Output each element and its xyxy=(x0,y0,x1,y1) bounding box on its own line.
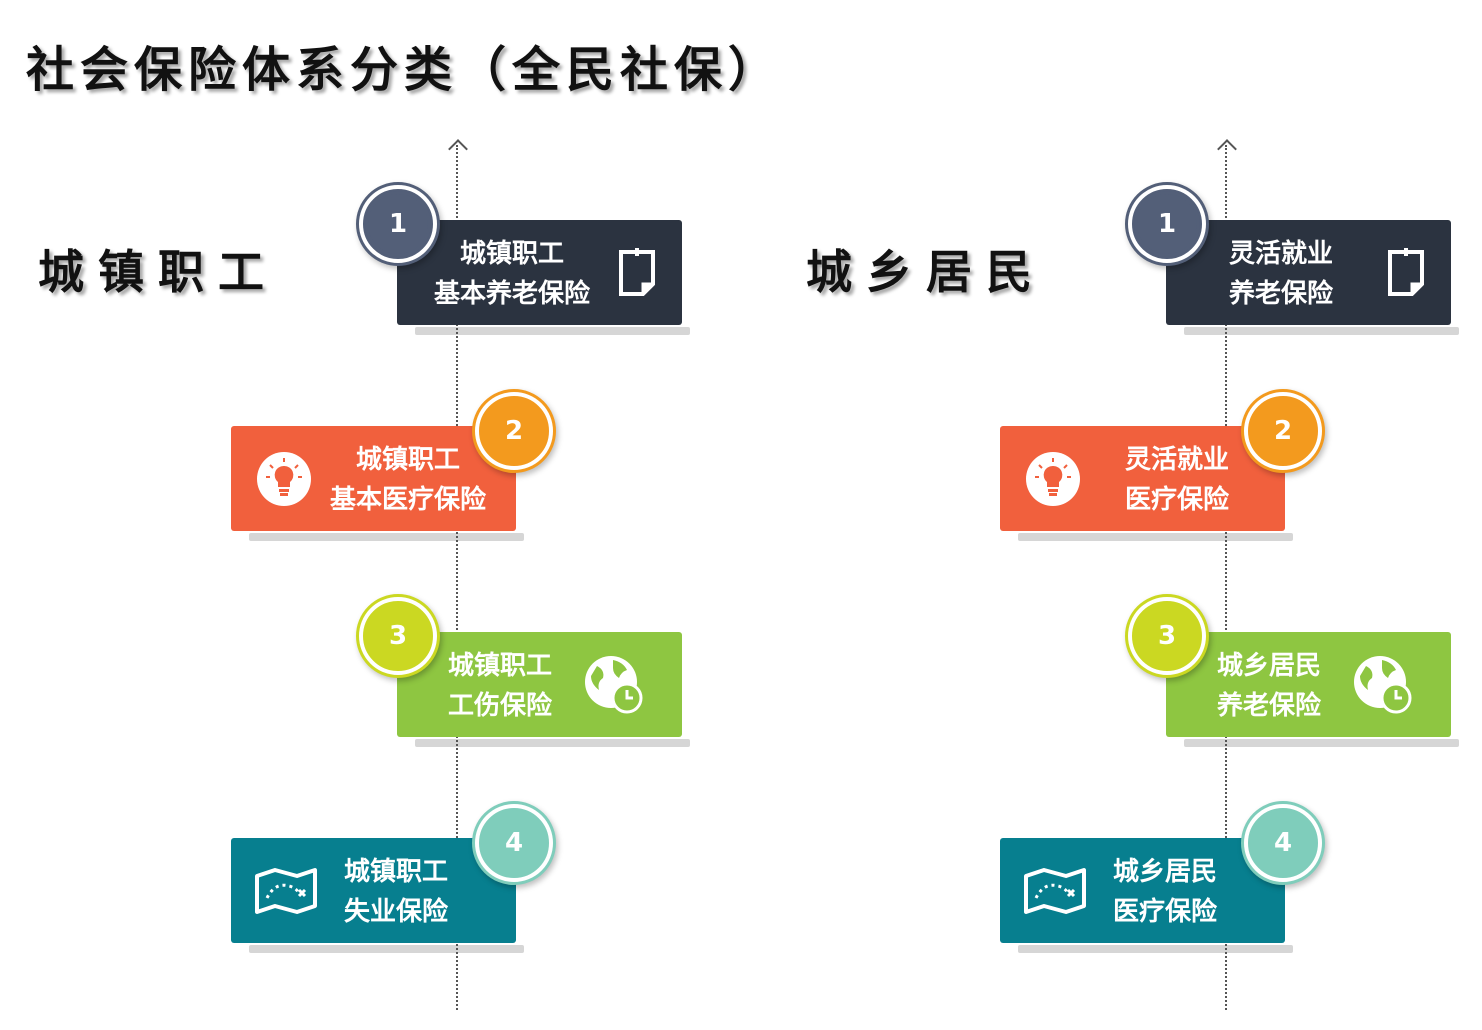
map-icon xyxy=(1024,868,1086,914)
insurance-card[interactable]: 城镇职工基本养老保险 xyxy=(397,220,690,335)
card-label: 城镇职工基本养老保险 xyxy=(433,239,590,309)
timeline-axis xyxy=(1225,145,1227,1010)
card-label: 灵活就业养老保险 xyxy=(1228,239,1333,309)
step-badge: 1 xyxy=(356,182,440,266)
globe-clock-icon xyxy=(1354,656,1412,714)
map-icon xyxy=(255,868,317,914)
card-label: 城镇职工基本医疗保险 xyxy=(329,445,486,515)
lightbulb-icon xyxy=(1026,452,1080,506)
insurance-card[interactable]: 灵活就业养老保险 xyxy=(1166,220,1459,335)
step-badge: 4 xyxy=(472,801,556,885)
step-badge: 2 xyxy=(472,389,556,473)
step-badge: 4 xyxy=(1241,801,1325,885)
lightbulb-icon xyxy=(257,452,311,506)
axis-arrow-icon xyxy=(448,139,468,159)
card-label: 城乡居民医疗保险 xyxy=(1112,857,1217,927)
step-badge: 2 xyxy=(1241,389,1325,473)
step-badge: 1 xyxy=(1125,182,1209,266)
timeline-axis xyxy=(456,145,458,1010)
group-title-urban-rural-residents: 城乡居民 xyxy=(806,245,1046,299)
card-label: 城镇职工失业保险 xyxy=(343,857,448,927)
note-icon xyxy=(619,248,655,296)
note-icon xyxy=(1388,248,1424,296)
axis-arrow-icon xyxy=(1217,139,1237,159)
card-label: 城乡居民养老保险 xyxy=(1216,651,1321,721)
step-badge: 3 xyxy=(1125,594,1209,678)
insurance-card[interactable]: 城镇职工基本医疗保险 xyxy=(231,426,524,541)
globe-clock-icon xyxy=(585,656,643,714)
card-label: 城镇职工工伤保险 xyxy=(447,651,552,721)
card-label: 灵活就业医疗保险 xyxy=(1124,445,1229,515)
group-title-urban-employees: 城镇职工 xyxy=(38,245,278,299)
insurance-card[interactable]: 城镇职工工伤保险 xyxy=(397,632,690,747)
insurance-card[interactable]: 城乡居民养老保险 xyxy=(1166,632,1459,747)
step-badge: 3 xyxy=(356,594,440,678)
page-title: 社会保险体系分类（全民社保） xyxy=(26,42,783,98)
